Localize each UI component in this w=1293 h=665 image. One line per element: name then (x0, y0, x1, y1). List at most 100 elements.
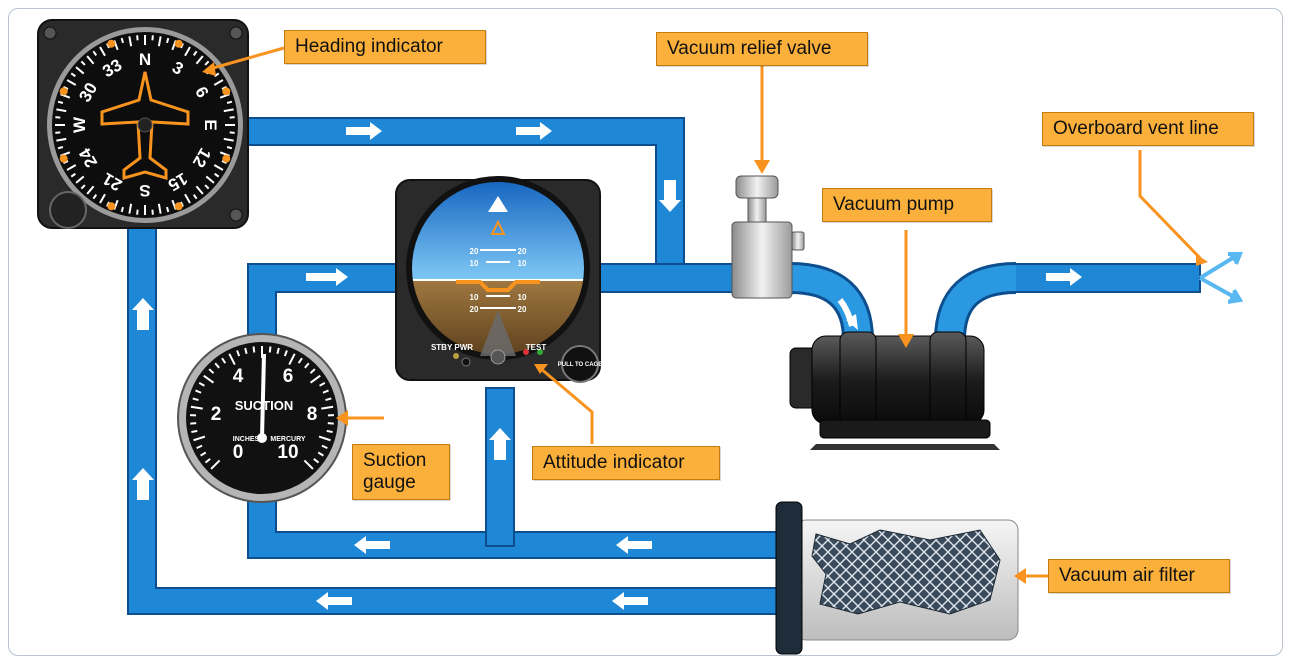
heading-tick (195, 55, 204, 65)
heading-tick (226, 100, 233, 104)
test-label: TEST (526, 343, 547, 352)
heading-tick (184, 46, 191, 57)
pitch-label: 20 (470, 305, 479, 314)
heading-tick (184, 193, 191, 204)
heading-tick (86, 55, 95, 65)
cage-knob-label: PULL TO CAGE (558, 362, 602, 368)
heading-tick (204, 60, 210, 66)
vacuum-air-filter-label: Vacuum air filter (1048, 559, 1230, 593)
heading-tick (80, 184, 86, 190)
suction-tick (200, 451, 207, 457)
heading-tick (92, 50, 98, 56)
heading-tick (120, 206, 124, 213)
heading-tick (57, 146, 64, 150)
suction-dial-label: 10 (277, 442, 298, 463)
suction-tick (322, 389, 329, 394)
heading-tick (99, 46, 106, 57)
suction-tick (198, 381, 205, 387)
pump-flow-arrowhead (846, 314, 858, 330)
suction-tick (192, 397, 199, 402)
suction-tick (210, 459, 221, 470)
heading-tick (66, 79, 77, 86)
heading-tick (195, 185, 204, 195)
heading-tick (56, 108, 67, 113)
vacuum-pump-icon (789, 331, 1000, 450)
heading-tick (80, 60, 86, 66)
suction-tick (191, 429, 198, 434)
heading-tick (192, 194, 198, 200)
heading-tick (99, 193, 106, 204)
overboard-vent-line-label: Overboard vent line (1042, 112, 1254, 146)
suction-dial-label: 2 (211, 404, 222, 425)
suction-tick (214, 362, 220, 369)
heading-tick (157, 203, 162, 214)
pitch-label: 10 (470, 293, 479, 302)
suction-tick (204, 458, 211, 464)
suction-dial-label: 4 (233, 366, 244, 387)
suction-tick (208, 368, 215, 374)
heading-index-mark (59, 87, 68, 96)
pitch-label: 10 (518, 259, 527, 268)
suction-tick (321, 444, 328, 450)
heading-tick (205, 175, 215, 184)
suction-tick (203, 374, 215, 384)
heading-tick (86, 185, 95, 195)
pitch-label: 10 (470, 259, 479, 268)
suction-tick (276, 347, 280, 355)
suction-tick (221, 357, 227, 364)
suction-tick (268, 346, 272, 353)
heading-tick (204, 184, 210, 190)
suction-tick (236, 350, 241, 357)
heading-tick (75, 175, 85, 184)
heading-tick (213, 79, 224, 86)
suction-tick (288, 353, 296, 365)
suction-dial-label: 6 (283, 366, 294, 387)
heading-dial-label: S (139, 181, 150, 200)
heading-tick (213, 164, 224, 171)
pitch-label: 20 (470, 247, 479, 256)
attitude-indicator-label: Attitude indicator (532, 446, 720, 480)
suction-dial-label: 0 (233, 442, 244, 463)
heading-index-mark (174, 202, 183, 211)
heading-tick (223, 137, 234, 142)
suction-tick (193, 435, 206, 442)
pump-pipes (789, 262, 1017, 341)
suction-tick (313, 458, 320, 464)
suction-tick (228, 353, 236, 365)
suction-tick (297, 357, 303, 364)
heading-tick (75, 66, 85, 75)
suction-tick (317, 451, 324, 457)
heading-dial-label: W (70, 116, 89, 133)
pitch-label: 20 (518, 247, 527, 256)
heading-tick (128, 36, 133, 47)
suction-tick (283, 350, 288, 357)
heading-tick (70, 72, 76, 78)
vent-outlet-icon (1198, 252, 1244, 304)
leader-arrowheads (202, 62, 1208, 584)
heading-index-mark (107, 202, 116, 211)
heading-index-mark (107, 39, 116, 48)
suction-tick (309, 374, 321, 384)
heading-index-mark (59, 154, 68, 163)
vacuum-air-filter-icon (775, 501, 1019, 655)
suction-gauge-label: Suction gauge (352, 444, 450, 500)
heading-tick (120, 37, 124, 44)
heading-tick (226, 146, 233, 150)
heading-tick (223, 108, 234, 113)
vacuum-pump-label: Vacuum pump (822, 188, 992, 222)
suction-tick (321, 405, 334, 410)
heading-tick (56, 137, 67, 142)
heading-tick (70, 172, 76, 178)
heading-tick (166, 206, 170, 213)
suction-tick (304, 362, 310, 369)
heading-index-mark (222, 154, 231, 163)
heading-tick (214, 172, 220, 178)
suction-tick (252, 346, 256, 353)
heading-tick (57, 100, 64, 104)
pitch-label: 20 (518, 305, 527, 314)
heading-dial-label: E (201, 119, 220, 130)
vacuum-relief-valve-label: Vacuum relief valve (656, 32, 868, 66)
heading-dial-label: N (139, 50, 151, 69)
